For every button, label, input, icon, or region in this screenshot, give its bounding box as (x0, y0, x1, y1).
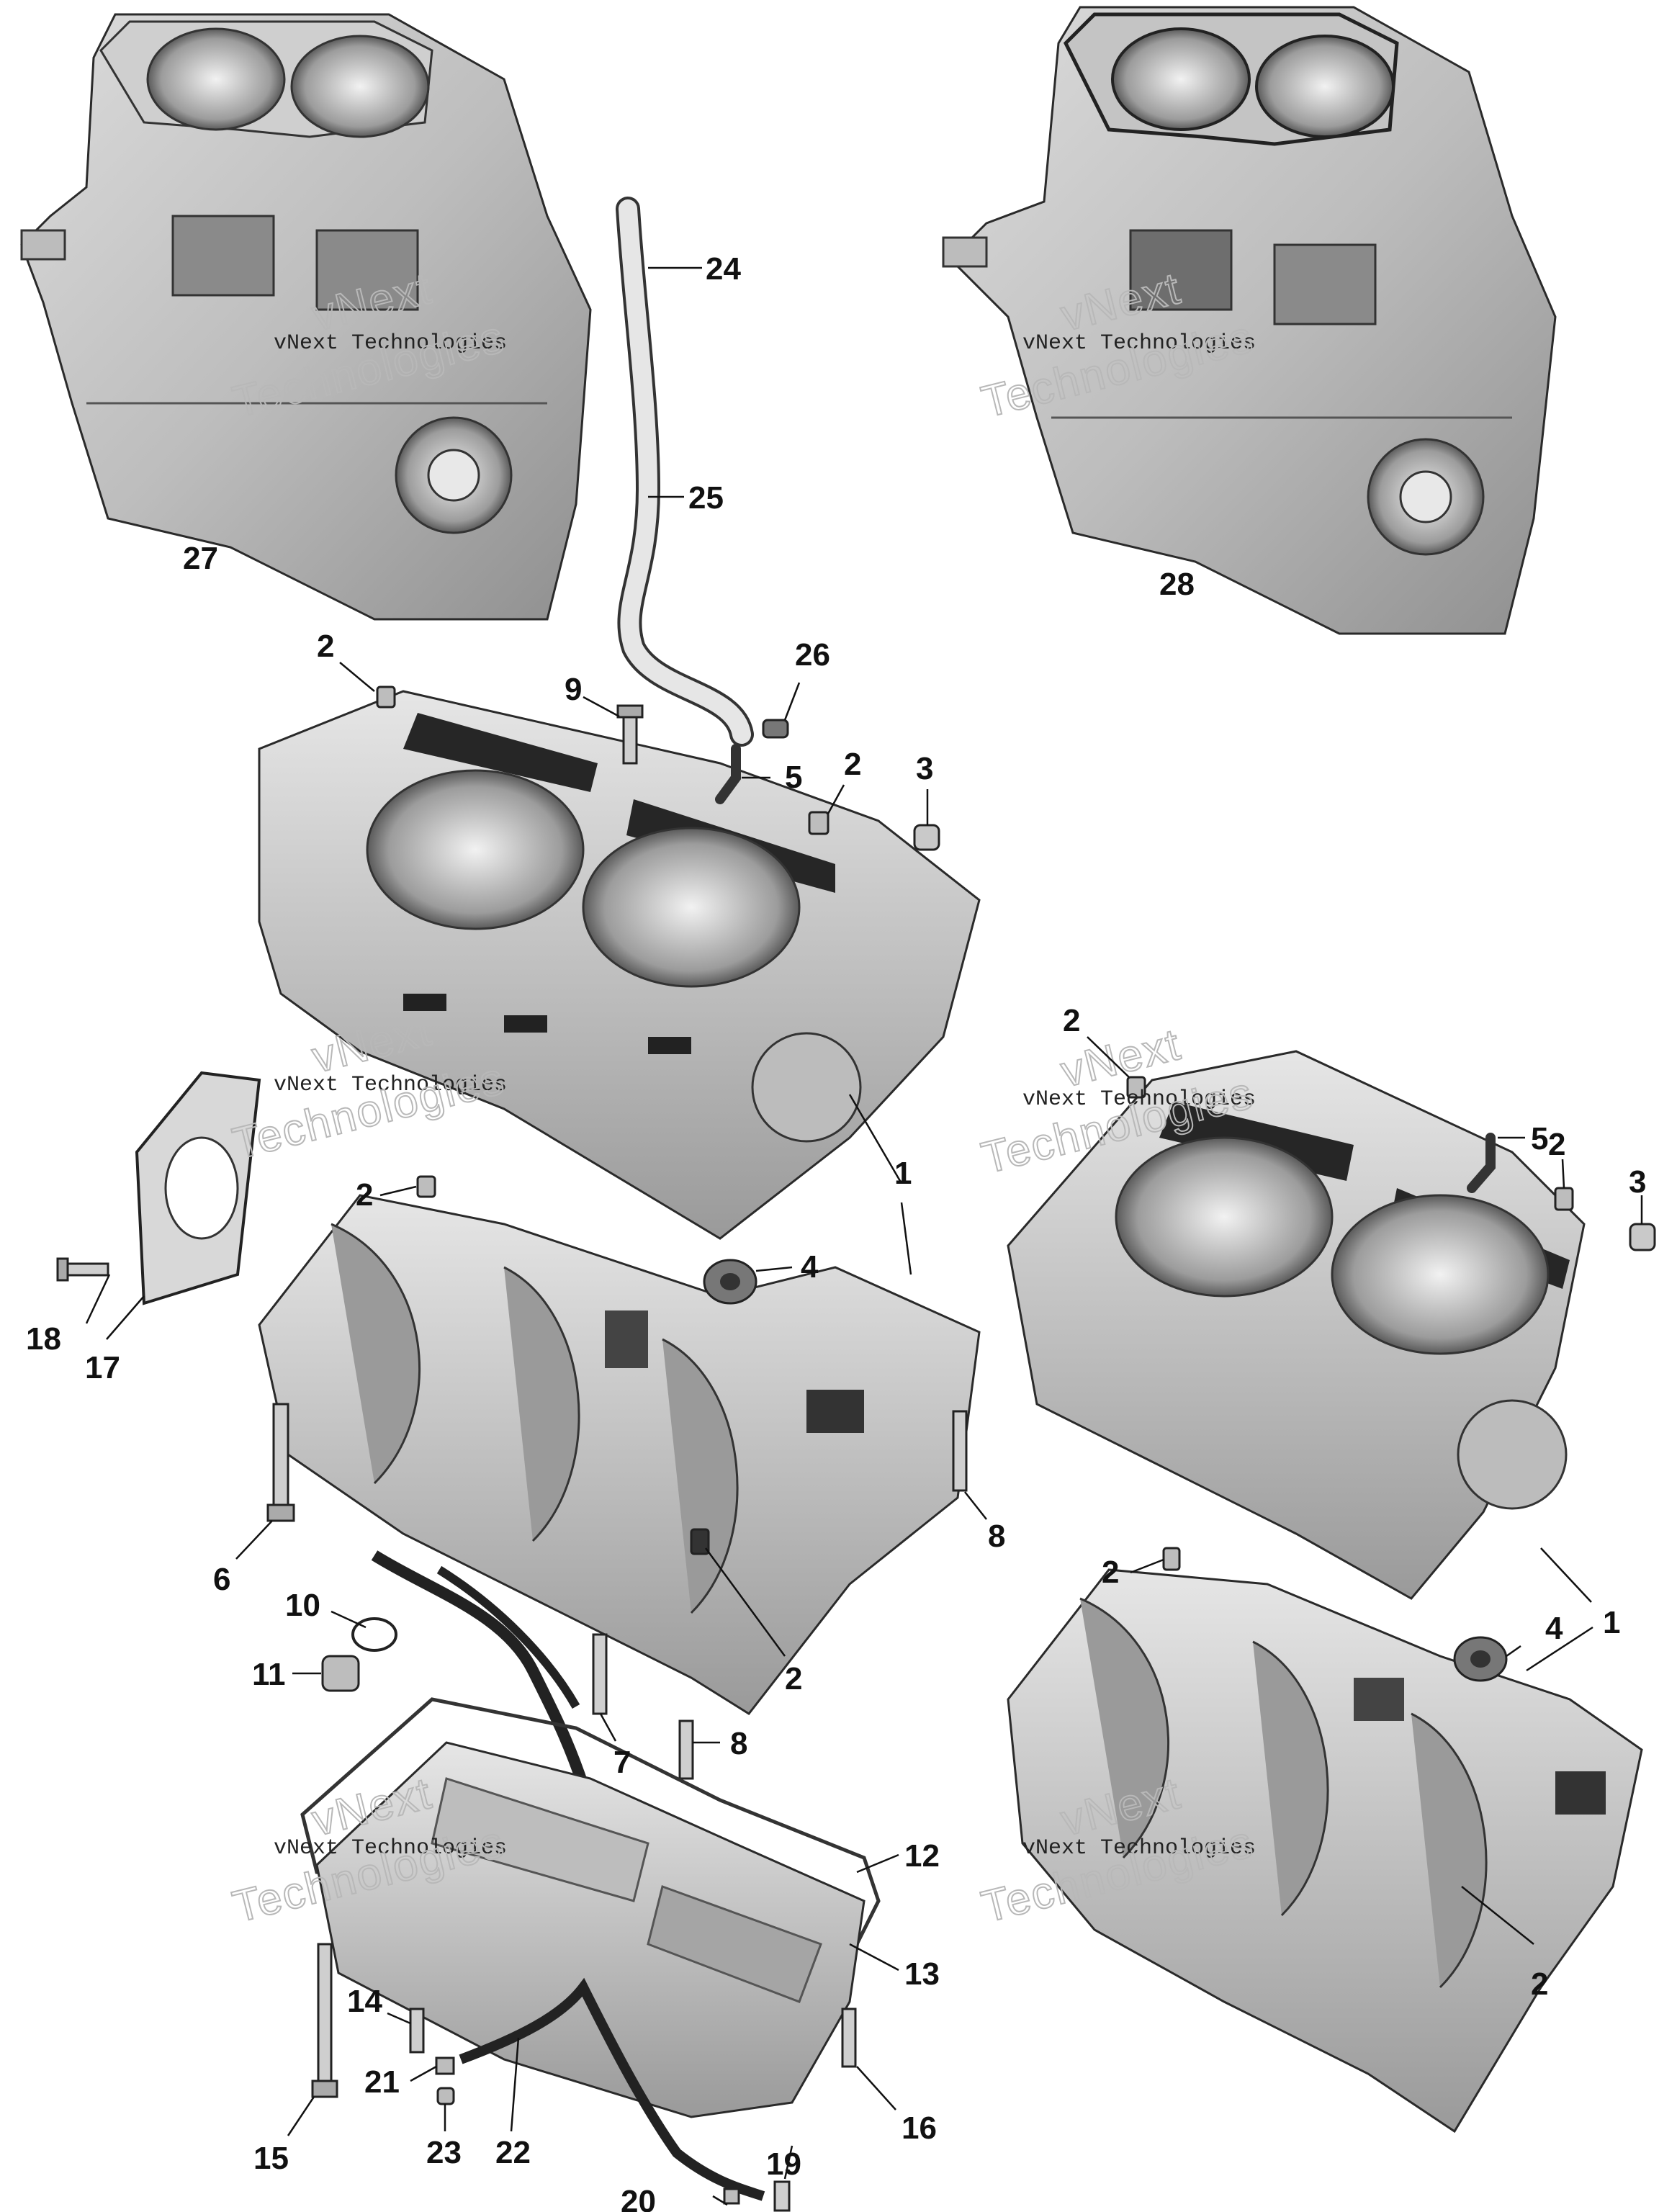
fitting-11 (321, 1655, 360, 1692)
seal-4-right (1453, 1636, 1508, 1682)
callout-28: 28 (1159, 567, 1195, 602)
screw-9 (616, 704, 644, 765)
dowel-2-lower (416, 1175, 436, 1198)
oil-pan-13 (315, 1741, 866, 2118)
bolt-6 (266, 1403, 295, 1522)
callout-2-right-bottom: 2 (1531, 1966, 1548, 2002)
bolt-8-right (952, 1410, 968, 1492)
bolt-8-lower (678, 1719, 694, 1780)
svg-text:vNext Technologies: vNext Technologies (1022, 331, 1256, 356)
callout-25: 25 (688, 480, 724, 516)
callout-12: 12 (904, 1838, 940, 1874)
svg-text:Technologies: Technologies (228, 1053, 510, 1169)
crankcase-lower-half-left (258, 1194, 981, 1715)
callout-5-right: 5 (1531, 1121, 1548, 1156)
fitting-19 (773, 2180, 791, 2212)
callout-19: 19 (766, 2146, 801, 2182)
callout-4-right: 4 (1545, 1611, 1563, 1646)
callout-2-right-top: 2 (1063, 1003, 1080, 1038)
callout-9: 9 (565, 672, 582, 707)
dowel-2-right-mid (1554, 1187, 1574, 1211)
hose-22 (459, 1977, 765, 2201)
callout-3-left: 3 (916, 751, 933, 786)
dowel-2-right-top (1126, 1076, 1146, 1099)
bolt-15 (311, 1943, 338, 2098)
callout-6: 6 (213, 1562, 230, 1597)
callout-numbers: 27 28 24 25 26 2 9 5 2 3 2 4 1 18 17 6 8… (26, 251, 1646, 2212)
crankcase-assembly-27 (20, 13, 592, 621)
svg-text:vNext Technologies: vNext Technologies (1022, 1087, 1256, 1112)
dowel-2-right-lower (1162, 1547, 1181, 1571)
callout-16: 16 (902, 2110, 937, 2146)
callout-23: 23 (426, 2135, 462, 2170)
callout-8-lower: 8 (730, 1726, 747, 1761)
bolt-16 (841, 2008, 857, 2068)
elbow-5-right (1467, 1133, 1496, 1193)
elbow-5-left (715, 744, 741, 804)
callout-2-right-lower: 2 (1102, 1555, 1119, 1590)
callout-2-case: 2 (785, 1661, 802, 1696)
callout-2-right-mid: 2 (1548, 1127, 1565, 1162)
svg-text:vNext Technologies: vNext Technologies (274, 1073, 507, 1097)
callout-10: 10 (285, 1588, 320, 1623)
bolt-7 (592, 1633, 608, 1715)
callout-11: 11 (252, 1657, 286, 1692)
dowel-2-case (690, 1528, 710, 1555)
gasket-17 (135, 1071, 261, 1305)
screw-18 (56, 1257, 109, 1282)
clip-23 (436, 2087, 455, 2105)
callout-13: 13 (904, 1956, 940, 1992)
plug-3-left (913, 824, 940, 851)
callout-27: 27 (183, 541, 218, 576)
crankcase-upper-half-right (1007, 1050, 1586, 1600)
bolt-14 (409, 2008, 425, 2054)
leader-lines (85, 266, 1643, 2206)
callout-18: 18 (26, 1321, 61, 1357)
dowel-2-top (376, 685, 396, 709)
dowel-2-mid (808, 811, 830, 835)
callout-24: 24 (706, 251, 741, 287)
callout-1-left: 1 (894, 1156, 912, 1191)
seal-4-left (703, 1259, 757, 1305)
clamp-20 (723, 2188, 740, 2205)
callout-4-left: 4 (801, 1249, 819, 1285)
clamp-21 (435, 2056, 455, 2075)
oil-hose (371, 1550, 589, 1788)
callout-1-right: 1 (1603, 1605, 1620, 1640)
clamp-26 (762, 719, 789, 739)
callout-5-left: 5 (785, 760, 802, 795)
callout-2-top: 2 (317, 629, 334, 664)
callout-20: 20 (621, 2184, 656, 2212)
plug-3-right (1629, 1223, 1656, 1251)
callout-14: 14 (347, 1984, 382, 2019)
crankcase-lower-half-right (1007, 1568, 1643, 2134)
crankcase-assembly-28 (942, 6, 1557, 635)
callout-2-mid: 2 (844, 747, 861, 782)
callout-2-lower: 2 (356, 1177, 373, 1213)
crankcase-upper-half-left (258, 690, 981, 1240)
callout-22: 22 (495, 2135, 531, 2170)
callout-17: 17 (85, 1350, 120, 1385)
callout-7: 7 (613, 1745, 631, 1780)
callout-21: 21 (364, 2064, 400, 2100)
oil-tube-24-25 (616, 197, 754, 747)
callout-26: 26 (795, 637, 830, 673)
svg-text:vNext Technologies: vNext Technologies (1022, 1836, 1256, 1861)
callout-8-right: 8 (988, 1519, 1005, 1554)
svg-text:vNext Technologies: vNext Technologies (274, 331, 507, 356)
callout-15: 15 (253, 2141, 289, 2176)
callout-3-right: 3 (1629, 1164, 1646, 1200)
svg-text:vNext Technologies: vNext Technologies (274, 1836, 507, 1861)
